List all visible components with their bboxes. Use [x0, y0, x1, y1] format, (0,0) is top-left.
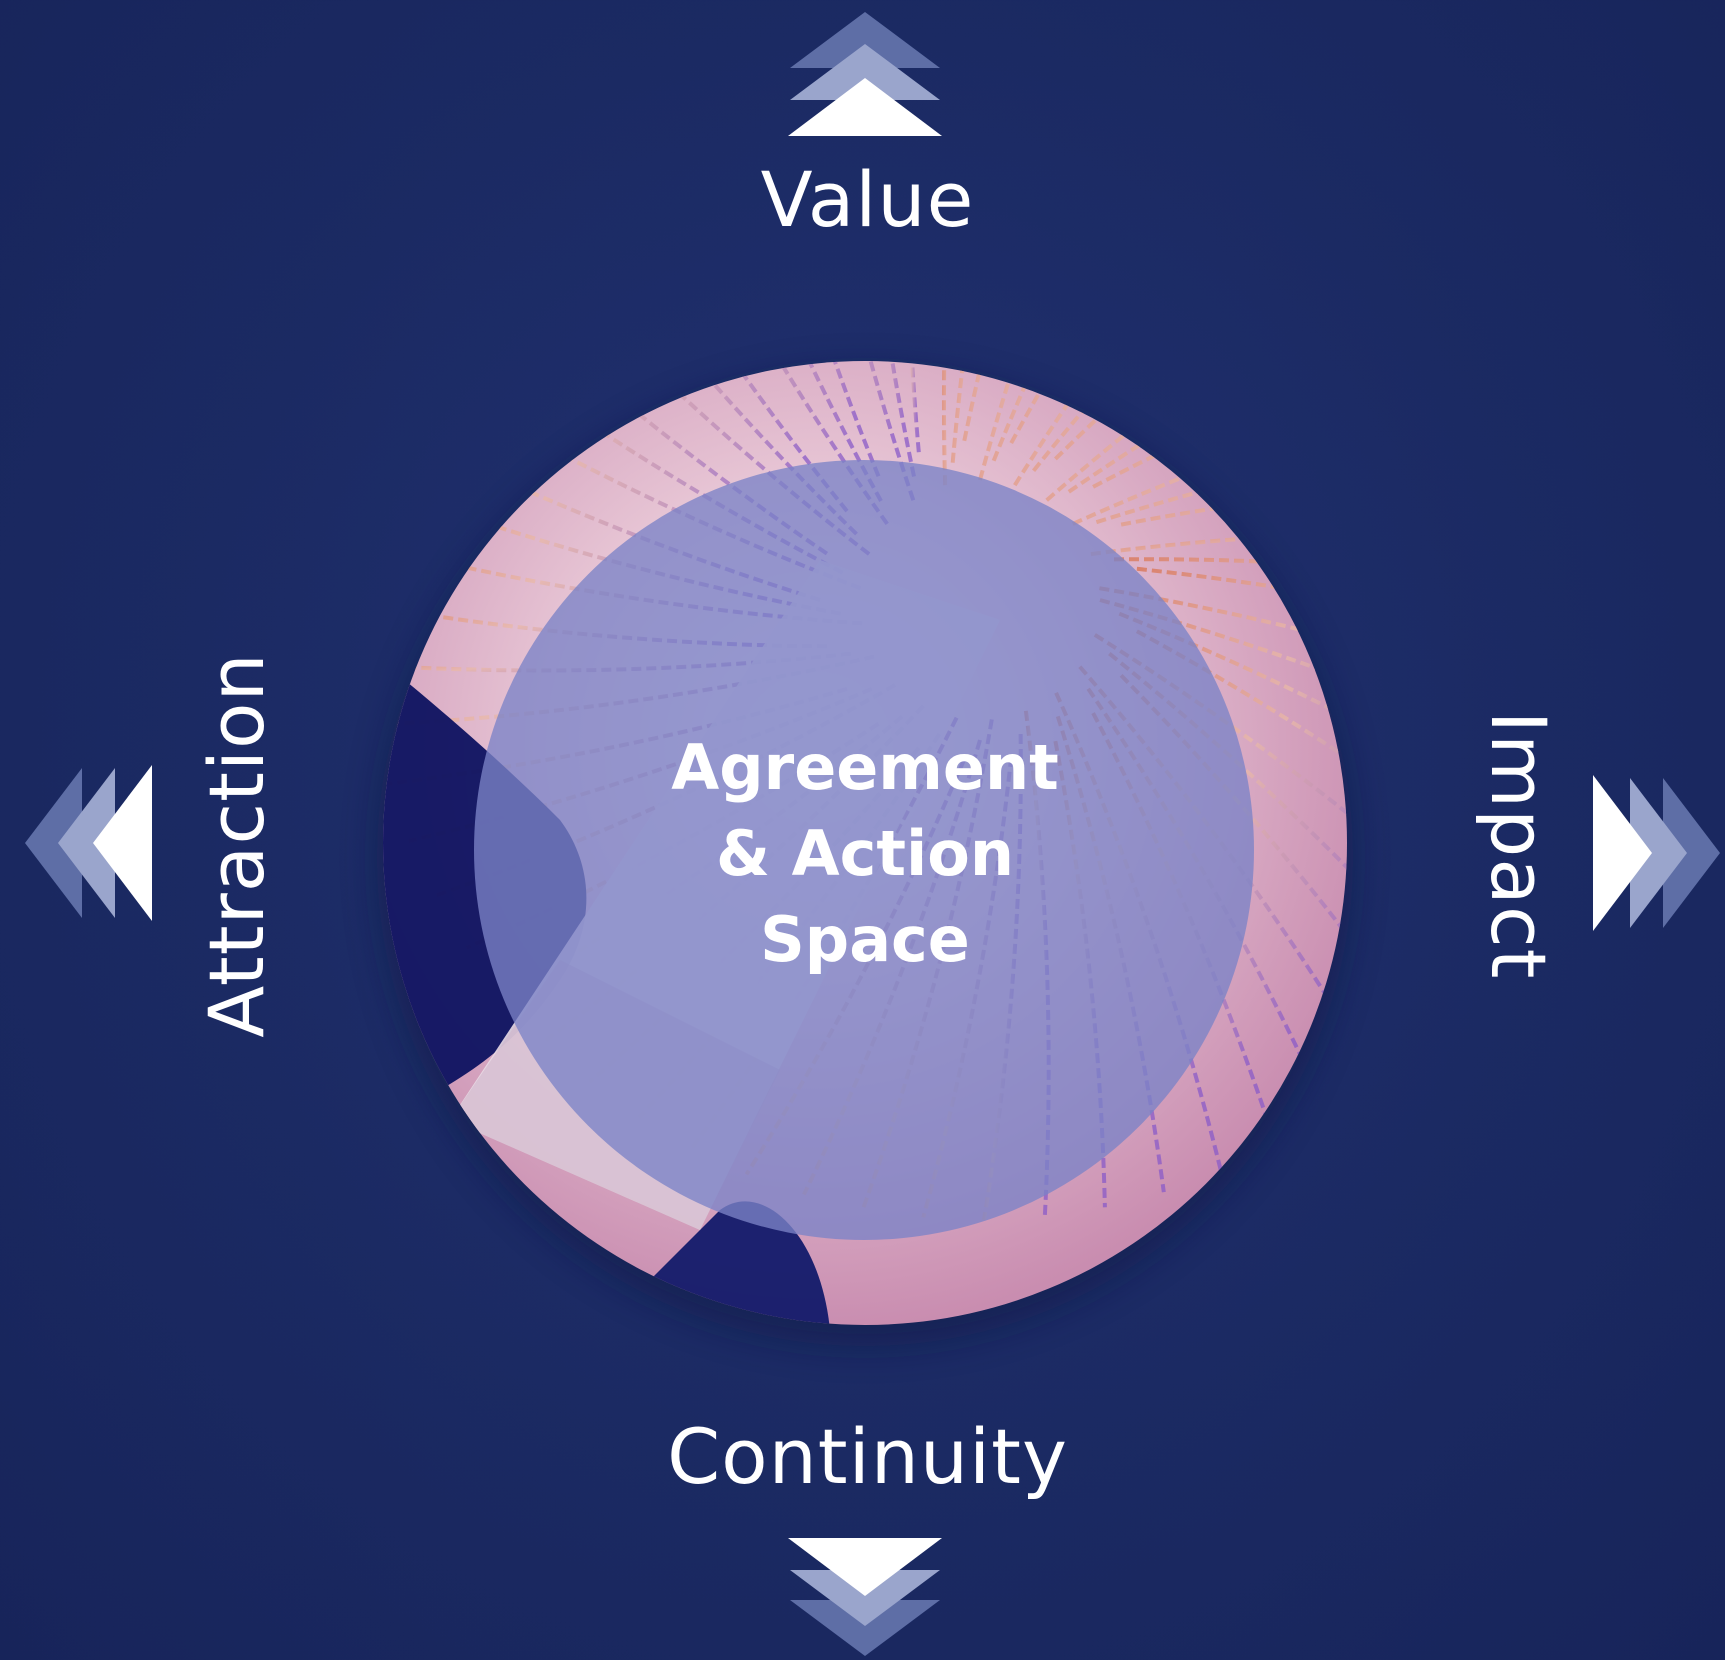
chevron-left-icon	[25, 765, 152, 921]
label-value: Value	[760, 155, 975, 244]
chevron-right-icon	[1593, 775, 1720, 931]
gill-line	[962, 361, 1099, 442]
center-label-line-2: & Action	[715, 817, 1014, 890]
gill-line	[905, 361, 921, 453]
gill-line	[737, 361, 881, 478]
gill-line	[853, 361, 916, 477]
gill-line	[1071, 361, 1347, 526]
gill-line	[991, 361, 1216, 462]
gill-line	[1013, 361, 1323, 487]
gill-line	[1099, 586, 1347, 719]
chevron-up-icon	[788, 12, 942, 136]
gill-line	[1032, 361, 1347, 472]
inner-circle	[474, 460, 1254, 1240]
center-label: Agreement & Action Space	[660, 725, 1070, 983]
gill-line	[1120, 473, 1347, 527]
gill-line	[1009, 361, 1271, 445]
center-label-line-3: Space	[760, 903, 970, 976]
label-attraction: Attraction	[192, 652, 281, 1038]
gill-line	[1136, 566, 1347, 659]
label-impact: Impact	[1474, 710, 1563, 980]
chevron-down-icon	[788, 1538, 942, 1656]
center-label-line-1: Agreement	[671, 731, 1059, 804]
gill-line	[1045, 361, 1347, 502]
gill-line	[1092, 361, 1347, 489]
gill-line	[950, 361, 1039, 463]
gill-line	[794, 361, 916, 501]
gill-line	[1090, 529, 1347, 557]
gill-line	[581, 361, 849, 513]
gill-line	[682, 361, 883, 502]
label-continuity: Continuity	[667, 1412, 1068, 1501]
gill-line	[978, 361, 1158, 481]
gill-line	[1113, 557, 1347, 598]
gill-line	[941, 361, 978, 486]
